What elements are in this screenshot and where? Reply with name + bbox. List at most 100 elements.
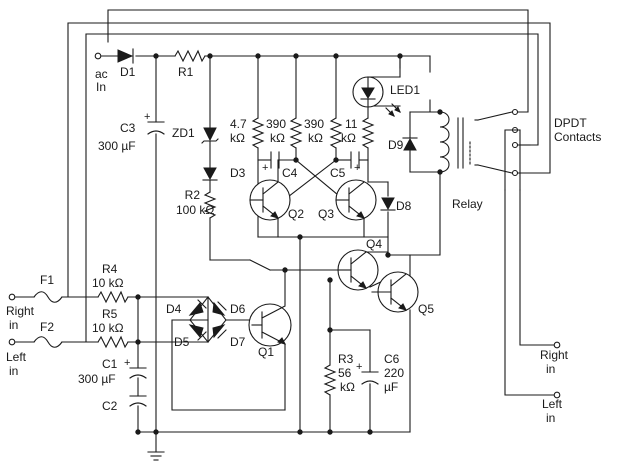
bridge-rectifier (188, 296, 227, 343)
led-led1 (352, 55, 401, 117)
label-left-in: Left (6, 350, 27, 364)
label-c4: C4 (282, 166, 298, 180)
label-d8: D8 (396, 199, 412, 213)
label-c6-value: 220 (384, 366, 404, 380)
label-r1: R1 (178, 65, 194, 79)
capacitor-c5 (350, 151, 360, 169)
wire-bridge-left (171, 296, 286, 411)
label-r4: R4 (102, 262, 118, 276)
capacitor-c4 (270, 151, 280, 169)
resistor-r1 (174, 49, 206, 63)
right-in-terminal (8, 293, 16, 301)
capacitor-c6 (361, 371, 379, 385)
diode-d1 (117, 48, 134, 64)
diode-d4 (188, 301, 204, 316)
plus-c6: + (356, 361, 362, 373)
dpdt-contact-1 (511, 108, 519, 116)
label-c6-unit: µF (384, 380, 398, 394)
wire-cross-1 (295, 159, 345, 201)
resistor-11k (361, 117, 375, 149)
dpdt-contact-4 (511, 169, 519, 177)
label-d3: D3 (230, 166, 246, 180)
resistor-4k7 (251, 117, 265, 149)
transistor-q5 (371, 271, 419, 313)
plus-c4: + (262, 162, 268, 174)
label-right-out: Right (540, 348, 569, 362)
dpdt-contacts (469, 111, 531, 191)
wire-top-loop-3 (85, 33, 539, 343)
capacitor-c2 (129, 395, 147, 407)
label-d5: D5 (174, 335, 190, 349)
resistor-390k-b (329, 117, 343, 149)
resistor-390k-a (289, 117, 303, 149)
wire-cross-2 (283, 159, 337, 201)
label-contacts: Contacts (554, 130, 601, 144)
resistor-r3 (323, 364, 337, 396)
wire-top-loop-1 (107, 9, 529, 113)
label-d7: D7 (230, 335, 246, 349)
label-q2: Q2 (288, 207, 304, 221)
zener-zd1 (201, 127, 219, 144)
label-zd1: ZD1 (172, 126, 195, 140)
label-c3-value: 300 µF (98, 139, 136, 153)
plus-c1: + (124, 357, 130, 369)
label-d4: D4 (166, 302, 182, 316)
label-c3: C3 (120, 121, 136, 135)
label-r2: R2 (185, 188, 201, 202)
label-r11: 11 (345, 117, 358, 131)
label-d9: D9 (388, 138, 404, 152)
right-out-terminal (553, 341, 561, 349)
transistor-q4 (337, 249, 389, 291)
label-relay: Relay (452, 197, 483, 211)
label-q4: Q4 (366, 237, 382, 251)
resistor-r4 (97, 290, 129, 304)
wire-right-out (519, 189, 556, 346)
resistor-r5 (97, 335, 129, 349)
label-r47: 4.7 (230, 117, 247, 131)
label-f1: F1 (40, 273, 54, 287)
label-q5: Q5 (418, 302, 434, 316)
label-r390a-unit: kΩ (270, 131, 285, 145)
label-c2: C2 (102, 399, 118, 413)
wire-r2-link-2 (249, 259, 271, 271)
junctions (135, 53, 443, 435)
label-ac-in: In (96, 80, 106, 94)
label-d1: D1 (120, 65, 136, 79)
label-f2: F2 (40, 320, 54, 334)
label-r390b: 390 (304, 117, 324, 131)
capacitor-c3 (147, 121, 165, 135)
label-left-out-2: in (546, 411, 555, 425)
label-r3: R3 (338, 352, 354, 366)
label-q1: Q1 (258, 345, 274, 359)
diode-d3 (202, 167, 218, 181)
transistor-q2 (249, 159, 291, 238)
diode-d6 (212, 301, 226, 316)
fuse-f2 (33, 336, 63, 348)
label-r2-value: 100 kΩ (176, 203, 214, 217)
label-right-out-2: in (546, 362, 555, 376)
left-in-terminal (8, 338, 16, 346)
label-r5-value: 10 kΩ (92, 321, 124, 335)
label-r11-unit: kΩ (341, 131, 356, 145)
labels: ac In D1 R1 C3 300 µF ZD1 4.7 kΩ 390 kΩ … (6, 65, 601, 425)
label-ac: ac (95, 67, 108, 81)
label-r3-unit: kΩ (340, 380, 355, 394)
left-out-terminal (553, 391, 561, 399)
wires (11, 9, 556, 453)
terminals (8, 52, 561, 399)
label-right-in-2: in (9, 318, 18, 332)
ac-in-terminal (94, 52, 102, 60)
wire-left-out (504, 189, 556, 396)
wire-top-loop-2 (67, 22, 551, 298)
relay-coil (439, 111, 464, 173)
label-r3-value: 56 (338, 366, 352, 380)
diode-d9 (402, 137, 418, 151)
label-r5: R5 (102, 307, 118, 321)
transistor-q3 (335, 179, 377, 238)
transistor-q1 (248, 303, 292, 347)
label-d6: D6 (230, 302, 246, 316)
diode-d5 (188, 324, 204, 339)
diode-d7 (212, 324, 226, 339)
capacitor-c1 (129, 367, 147, 379)
